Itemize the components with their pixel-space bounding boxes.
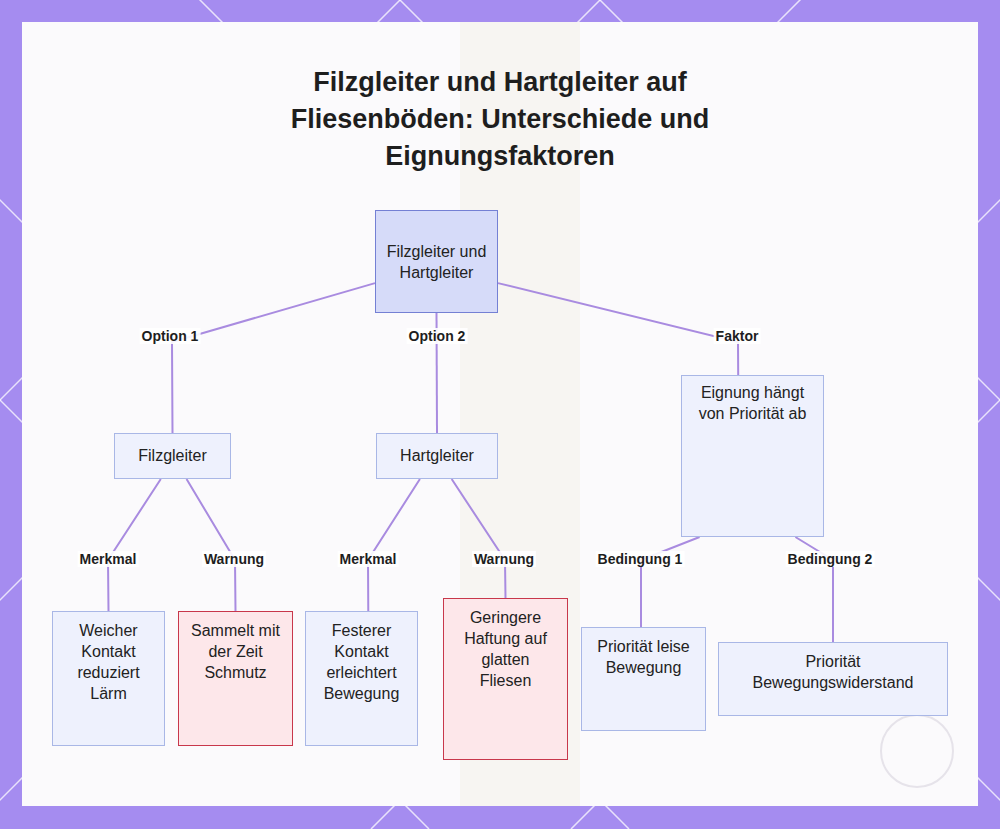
connector: [187, 479, 236, 611]
diagram-title: Filzgleiter und Hartgleiter auf Fliesenb…: [240, 64, 760, 175]
info-box: Priorität leise Bewegung: [581, 627, 706, 731]
root-box: Filzgleiter und Hartgleiter: [375, 210, 498, 313]
node-text: Filzgleiter: [138, 445, 206, 466]
edge-label: Warnung: [472, 551, 536, 567]
edge-label: Merkmal: [78, 551, 139, 567]
node-text: Eignung hängt von Priorität ab: [692, 382, 813, 424]
warning-box: Geringere Haftung auf glatten Fliesen: [443, 598, 568, 760]
edge-label: Bedingung 1: [596, 551, 685, 567]
watermark-logo: [881, 715, 953, 787]
node-text: Hartgleiter: [400, 445, 474, 466]
info-box: Filzgleiter: [114, 433, 231, 479]
connector: [108, 479, 161, 611]
panel: [22, 22, 978, 806]
info-box: Priorität Bewegungswiderstand: [718, 642, 948, 716]
info-box: Weicher Kontakt reduziert Lärm: [52, 611, 165, 746]
node-text: Filzgleiter und Hartgleiter: [386, 241, 487, 283]
node-text: Geringere Haftung auf glatten Fliesen: [454, 607, 557, 691]
edge-label: Bedingung 2: [786, 551, 875, 567]
connector: [368, 479, 420, 611]
node-text: Priorität leise Bewegung: [592, 636, 695, 678]
edge-label: Option 1: [140, 328, 201, 344]
edge-label: Warnung: [202, 551, 266, 567]
node-text: Festerer Kontakt erleichtert Bewegung: [316, 620, 407, 704]
info-box: Festerer Kontakt erleichtert Bewegung: [305, 611, 418, 746]
node-text: Sammelt mit der Zeit Schmutz: [189, 620, 282, 683]
connector: [172, 283, 375, 433]
info-box: Eignung hängt von Priorität ab: [681, 375, 824, 537]
edge-label: Option 2: [407, 328, 468, 344]
edge-label: Faktor: [714, 328, 761, 344]
node-text: Priorität Bewegungswiderstand: [729, 651, 937, 693]
node-text: Weicher Kontakt reduziert Lärm: [63, 620, 154, 704]
edge-label: Merkmal: [338, 551, 399, 567]
info-box: Hartgleiter: [376, 433, 498, 479]
connector: [498, 283, 738, 375]
connector: [452, 479, 506, 598]
warning-box: Sammelt mit der Zeit Schmutz: [178, 611, 293, 746]
